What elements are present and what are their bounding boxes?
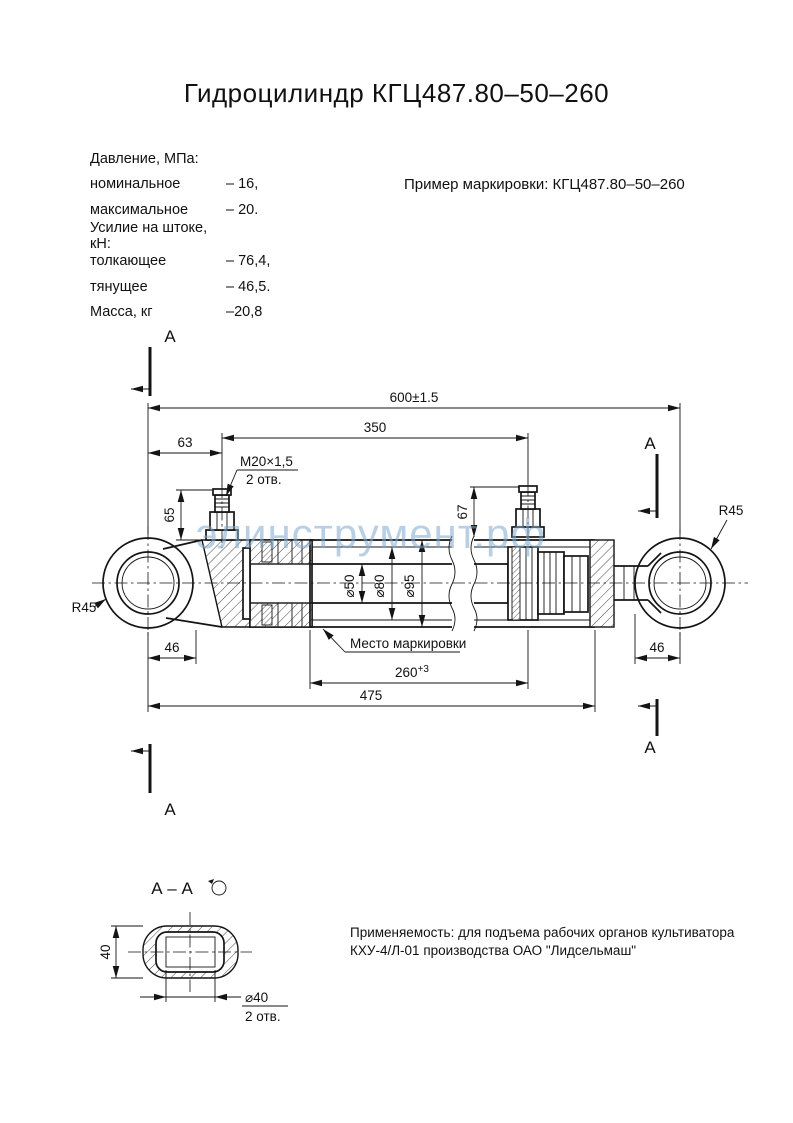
spec-value: –20,8: [226, 304, 263, 321]
dim-eye-radius-left: R45: [72, 600, 97, 615]
rear-cap: [589, 539, 615, 628]
spec-label: максимальное: [90, 201, 189, 218]
spec-row: толкающее – 76,4,: [90, 248, 270, 274]
section-letter: А: [644, 738, 656, 757]
piston-assembly: [507, 546, 589, 621]
spec-row: максимальное – 20.: [90, 197, 270, 223]
dimension-lines: [148, 404, 680, 710]
spec-row: Усилие на штоке, кН:: [90, 219, 270, 252]
dim-eye-radius-right: R45: [719, 503, 744, 518]
section-letter: А: [164, 327, 176, 346]
section-view-title: А – А: [151, 879, 193, 898]
dim-eye-width-right: 46: [649, 640, 664, 655]
section-cut-marks: А А А А: [131, 327, 659, 819]
spec-value: – 20.: [226, 201, 259, 218]
dim-base-length: 475: [360, 688, 383, 703]
marking-spot-label: Место маркировки: [350, 636, 466, 651]
application-note: Применяемость: для подъема рабочих орган…: [350, 924, 734, 960]
dim-section-width: 40: [98, 944, 113, 959]
centerlines: [92, 483, 748, 640]
gland-assembly: [242, 539, 313, 628]
drawing-title: Гидроцилиндр КГЦ487.80–50–260: [183, 78, 610, 108]
spec-row: Масса, кг –20,8: [90, 300, 270, 326]
section-letter: А: [644, 434, 656, 453]
section-holes-label: 2 отв.: [245, 1009, 281, 1024]
application-line: Применяемость: для подъема рабочих орган…: [350, 925, 735, 940]
rod-eye-boss: [162, 539, 251, 628]
dim-tube-diameter: ⌀95: [402, 574, 417, 597]
dim-eye-width-left: 46: [164, 640, 179, 655]
spec-value: – 16,: [226, 176, 259, 193]
dim-port-height-right: 67: [455, 504, 470, 519]
dim-ports-span: 350: [364, 420, 387, 435]
spec-value: – 46,5.: [226, 278, 271, 295]
thread-holes-label: 2 отв.: [246, 472, 282, 487]
spec-row: номинальное – 16,: [90, 172, 270, 198]
dim-section-bore: ⌀40: [245, 990, 268, 1005]
marking-example: Пример маркировки: КГЦ487.80–50–260: [404, 176, 685, 193]
spec-label: тянущее: [90, 278, 148, 295]
rotated-symbol: [208, 879, 227, 896]
spec-label: толкающее: [90, 253, 167, 270]
dim-overall-length: 600±1.5: [390, 390, 439, 405]
extension-lines: [147, 403, 681, 712]
break-lines: [448, 535, 478, 632]
spec-label: номинальное: [90, 176, 181, 193]
application-line: КХУ-4/Л-01 производства ОАО "Лидсельмаш": [350, 943, 637, 958]
dim-stroke: 260+3: [395, 664, 429, 680]
dimension-texts: 600±1.5 350 63 M20×1,5 2 отв. 65 67 ⌀50 …: [72, 390, 744, 703]
dim-port-height-left: 65: [162, 507, 177, 522]
dim-inner-diameter: ⌀80: [372, 574, 387, 597]
specs-table: Давление, МПа: номинальное – 16, максима…: [90, 146, 270, 325]
spec-value: – 76,4,: [226, 253, 271, 270]
section-letter: А: [164, 800, 176, 819]
section-extension-lines: [111, 925, 288, 1007]
dim-eye-to-port: 63: [177, 435, 192, 450]
dim-rod-diameter: ⌀50: [342, 574, 357, 597]
thread-label: M20×1,5: [240, 454, 293, 469]
spec-row: Давление, МПа:: [90, 146, 270, 172]
spec-label: Масса, кг: [90, 304, 153, 321]
section-view-a-a: А – А 40 ⌀40 2 отв.: [98, 879, 288, 1024]
spec-row: тянущее – 46,5.: [90, 274, 270, 300]
spec-label: Давление, МПа:: [90, 150, 199, 167]
spec-label: Усилие на штоке, кН:: [90, 219, 208, 252]
leader-lines: [93, 469, 728, 653]
